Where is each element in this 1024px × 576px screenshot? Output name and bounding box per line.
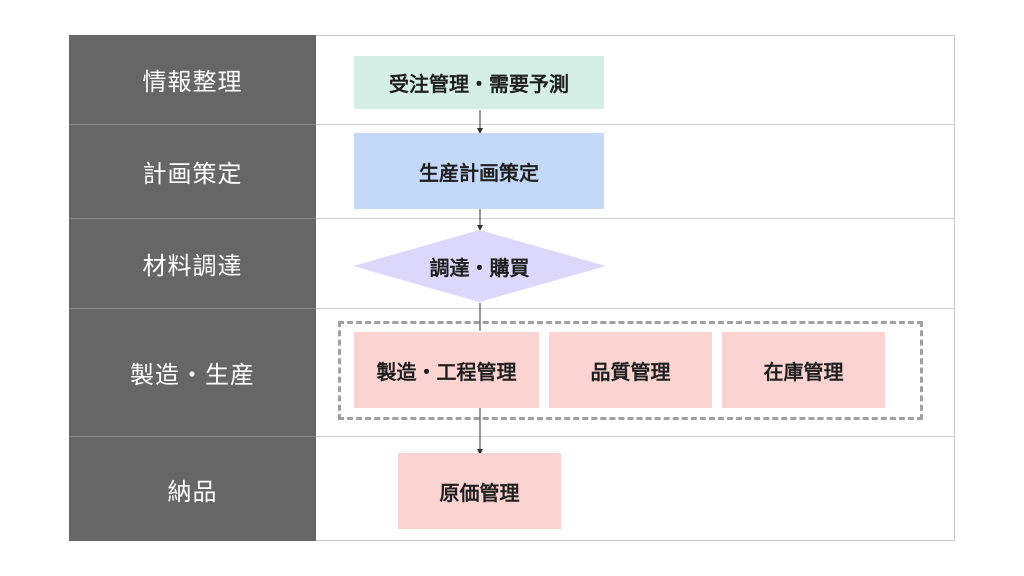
- production-planning-box: 生産計画策定: [354, 133, 604, 209]
- row-divider: [316, 436, 955, 437]
- stage-label-manufacturing: 製造・生産: [69, 308, 316, 436]
- inventory-management-box: 在庫管理: [722, 332, 885, 408]
- manufacturing-process-box: 製造・工程管理: [354, 332, 539, 408]
- stage-label-procurement: 材料調達: [69, 218, 316, 308]
- stage-label-planning: 計画策定: [69, 124, 316, 218]
- row-divider: [316, 218, 955, 219]
- order-demand-box: 受注管理・需要予測: [354, 56, 604, 109]
- procurement-label: 調達・購買: [429, 255, 530, 280]
- stage-label-info: 情報整理: [142, 68, 243, 96]
- cost-management-box: 原価管理: [398, 453, 561, 529]
- row-divider: [316, 308, 955, 309]
- manufacturing-group-border: [338, 321, 923, 420]
- diamond-shape: [353, 230, 606, 302]
- stage-column: 情報整理 計画策定 材料調達 製造・生産 納品: [69, 35, 316, 541]
- stage-label-delivery: 納品: [69, 436, 316, 541]
- procurement-diamond: 調達・購買: [352, 229, 607, 303]
- row-divider: [316, 124, 955, 125]
- quality-management-box: 品質管理: [549, 332, 712, 408]
